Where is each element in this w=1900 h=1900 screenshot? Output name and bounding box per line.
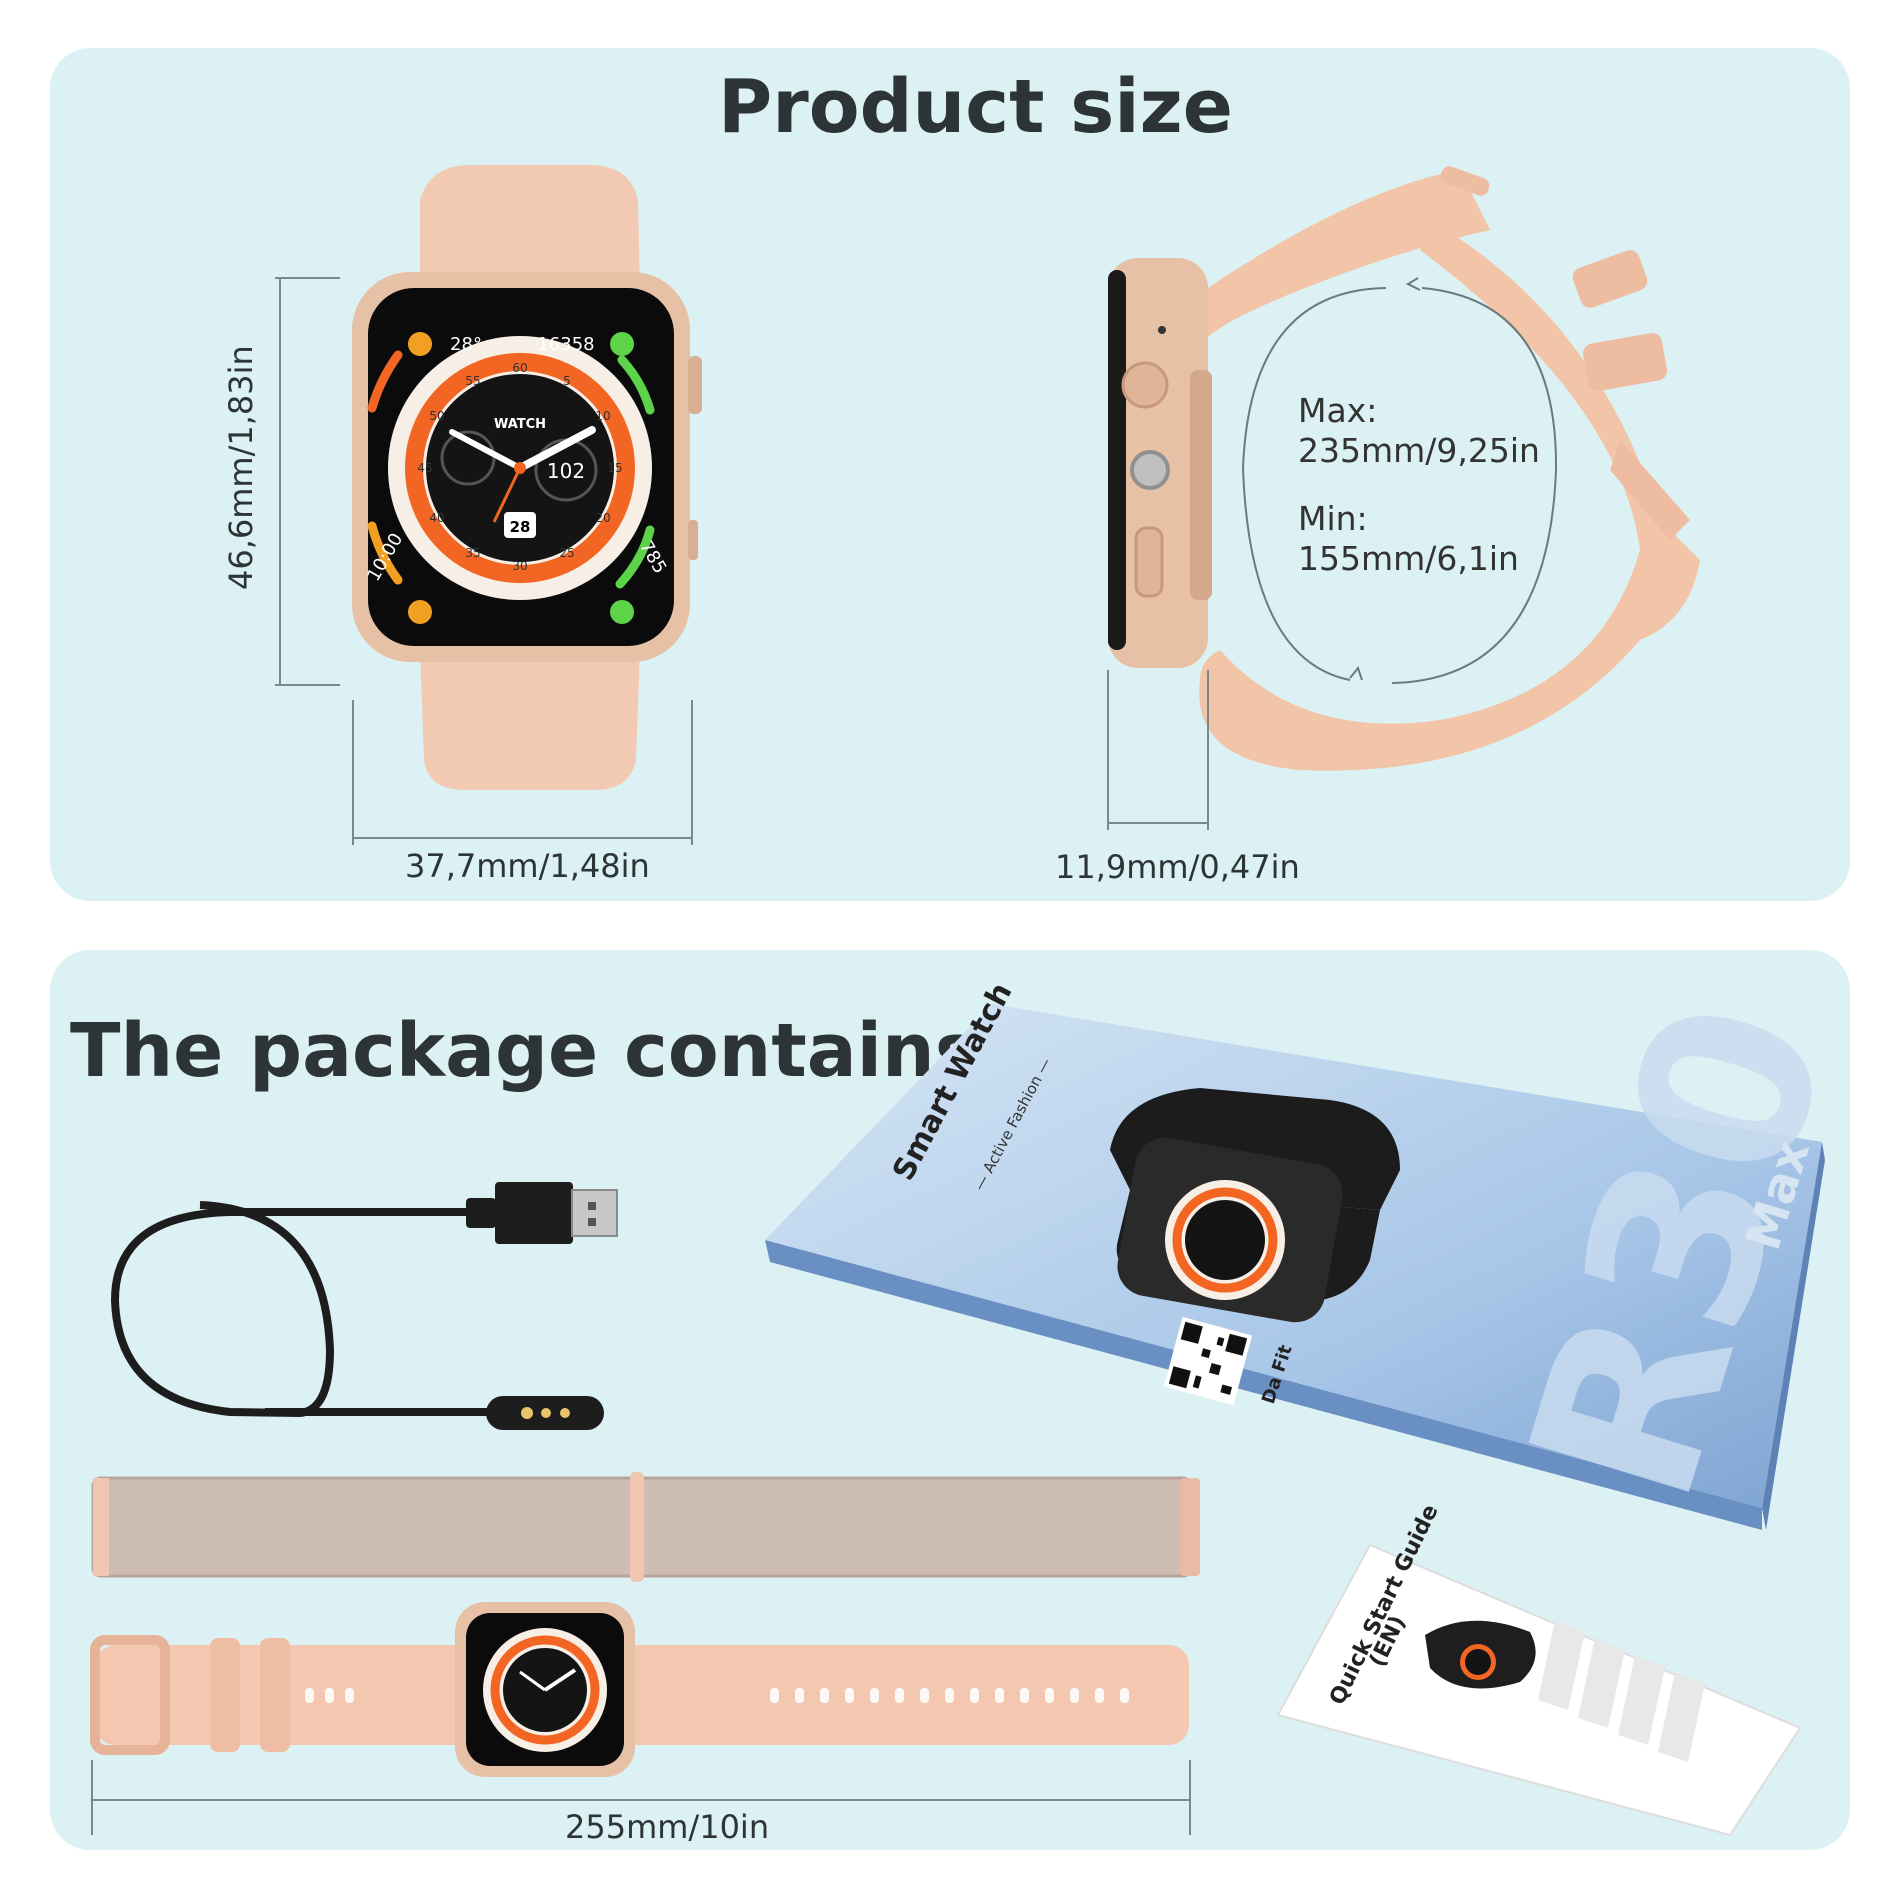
product-size-title: Product size <box>718 64 1233 150</box>
svg-text:55: 55 <box>465 374 480 388</box>
svg-text:5: 5 <box>563 374 571 388</box>
svg-text:25: 25 <box>559 546 574 560</box>
usb-cable <box>110 1182 618 1430</box>
product-size-panel <box>50 48 1850 901</box>
max-label: Max: <box>1298 391 1378 430</box>
side-watch <box>1108 166 1700 771</box>
crown-button <box>688 356 702 414</box>
side-glass <box>1108 270 1126 650</box>
usb-plug-tip <box>571 1189 618 1237</box>
side-sensor <box>1130 450 1170 490</box>
front-dimension-lines <box>275 277 693 845</box>
second-hand <box>492 467 522 523</box>
band-dimension-lines <box>91 1760 1191 1835</box>
strap-loop <box>630 1472 644 1582</box>
svg-text:20: 20 <box>595 511 610 525</box>
silicone-strap <box>90 1602 1189 1777</box>
svg-text:45: 45 <box>417 461 432 475</box>
package-title: The package contains <box>70 1008 979 1094</box>
svg-text:50: 50 <box>429 409 444 423</box>
nylon-strap <box>91 1472 1200 1582</box>
front-watch: 60 5 10 15 20 25 30 35 40 45 50 55 28° 1… <box>352 165 702 790</box>
band-length-label: 255mm/10in <box>565 1808 770 1846</box>
orange-ring <box>405 353 635 583</box>
minute-hand <box>449 429 523 471</box>
max-value: 235mm/9,25in <box>1298 431 1540 470</box>
sub-dial-left <box>440 430 496 486</box>
front-strap-top <box>420 165 640 290</box>
timer-icon <box>408 600 432 624</box>
product-box <box>765 1004 1825 1530</box>
date-window <box>504 512 536 538</box>
date-text: 28 <box>510 518 531 536</box>
dial-numbers: 60 5 10 15 20 25 30 35 40 45 50 55 <box>417 361 622 573</box>
side-button-2 <box>1134 526 1164 598</box>
svg-text:30: 30 <box>512 559 527 573</box>
side-mic <box>1158 326 1166 334</box>
steps-icon <box>610 332 634 356</box>
temp-text: 28° <box>450 334 482 355</box>
svg-text:15: 15 <box>607 461 622 475</box>
thickness-label: 11,9mm/0,47in <box>1055 848 1300 886</box>
usb-plug-body <box>495 1182 573 1244</box>
quick-start-guide <box>1276 1543 1802 1837</box>
weather-icon <box>408 332 432 356</box>
svg-text:60: 60 <box>512 361 527 375</box>
width-label: 37,7mm/1,48in <box>405 847 650 885</box>
min-value: 155mm/6,1in <box>1298 539 1519 578</box>
min-label: Min: <box>1298 499 1368 538</box>
steps-text: 16358 <box>537 334 594 355</box>
side-dimension-lines <box>1107 670 1209 830</box>
fire-icon <box>610 600 634 624</box>
box-side-edge <box>1762 1142 1825 1530</box>
side-crown <box>1121 361 1169 409</box>
hour-hand <box>516 426 596 472</box>
box-front-edge <box>765 1240 1762 1530</box>
front-strap-bottom <box>420 650 640 790</box>
side-button <box>688 520 698 560</box>
svg-text:10: 10 <box>595 409 610 423</box>
brand-text: WATCH <box>494 417 546 432</box>
svg-text:40: 40 <box>429 511 444 525</box>
heart-text: 102 <box>547 459 585 483</box>
circumference-arrows <box>1241 277 1558 684</box>
svg-text:35: 35 <box>465 546 480 560</box>
